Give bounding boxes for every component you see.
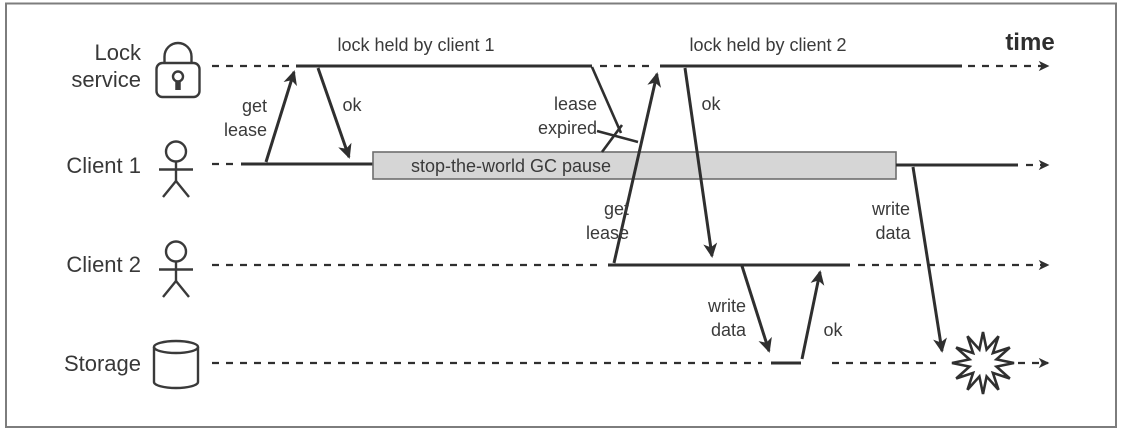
lease-expired-cross-stroke-1: [596, 129, 639, 144]
client2-get-lease-arrow: [612, 72, 662, 264]
person-icon: [159, 140, 193, 198]
database-cylinder-icon: [152, 339, 200, 390]
storage-ok-label: ok: [823, 320, 843, 340]
client2-get-lease-label-line1: get: [604, 199, 629, 219]
storage-ok-arrow: [800, 270, 825, 360]
client1-get-lease-label-line2: lease: [224, 120, 267, 140]
lane-label-client1: Client 1: [66, 153, 141, 178]
lane-label-lock-service-line1: Lock: [95, 40, 142, 65]
gc-pause-label: stop-the-world GC pause: [411, 156, 611, 176]
client1-write-data-arrow: [911, 166, 947, 353]
client1-get-lease-arrow: [264, 70, 297, 163]
client1-ok-arrow: [316, 67, 352, 159]
lease-expired-mark: [590, 66, 639, 153]
client1-write-data-label-line1: write: [871, 199, 910, 219]
client2-ok-label: ok: [701, 94, 721, 114]
lane-label-storage: Storage: [64, 351, 141, 376]
lane-label-client2: Client 2: [66, 252, 141, 277]
lock-held-by-client1-label: lock held by client 1: [337, 35, 494, 55]
client1-ok-label: ok: [342, 95, 362, 115]
person-icon: [159, 240, 193, 298]
lease-expired-label-line2: expired: [538, 118, 597, 138]
padlock-icon: [155, 41, 201, 99]
client2-ok-arrow: [683, 67, 718, 258]
diagram-frame: [5, 2, 1117, 428]
explosion-icon: [951, 331, 1015, 395]
lease-expired-cross-stroke-2: [600, 124, 624, 153]
client1-write-data-label-line2: data: [875, 223, 911, 243]
client2-get-lease-label-line2: lease: [586, 223, 629, 243]
lease-expired-label-line1: lease: [554, 94, 597, 114]
client1-get-lease-label-line1: get: [242, 96, 267, 116]
lock-held-by-client2-label: lock held by client 2: [689, 35, 846, 55]
client2-write-data-arrow: [740, 265, 772, 353]
time-axis-label: time: [1005, 29, 1054, 56]
client2-write-data-label-line2: data: [711, 320, 747, 340]
client2-write-data-label-line1: write: [707, 296, 746, 316]
lane-label-lock-service-line2: service: [71, 67, 141, 92]
